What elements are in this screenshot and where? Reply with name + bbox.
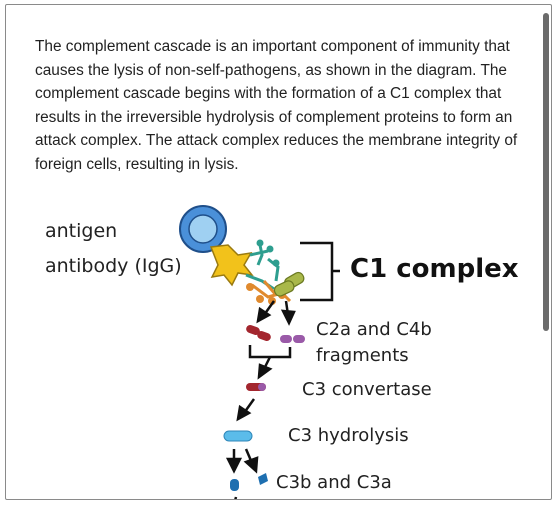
c3b-c3a-label-line1: C3b and C3a xyxy=(276,472,392,493)
c3-convertase-label: C3 convertase xyxy=(302,379,432,400)
antigen-icon xyxy=(179,205,227,253)
c2a-c4b-label-line1: C2a and C4b xyxy=(316,319,432,340)
antibody-icon xyxy=(209,244,254,287)
c4b-fragment-icon xyxy=(280,335,305,343)
c3b-c3a-fragment-icon xyxy=(230,473,268,491)
vertical-scrollbar[interactable] xyxy=(543,13,549,331)
arrow-hydrolysis-to-fragments xyxy=(225,448,259,474)
content-frame: The complement cascade is an important c… xyxy=(5,4,552,500)
antigen-label: antigen xyxy=(45,220,117,242)
antibody-label: antibody (IgG) xyxy=(45,255,182,277)
c2a-c4b-label-line2: fragments xyxy=(316,345,409,366)
c3b-c3a-label-line2: fragments xyxy=(276,497,369,500)
c3-hydrolysis-label: C3 hydrolysis xyxy=(288,425,409,446)
c3-convertase-icon xyxy=(246,383,266,391)
arrow-c1-to-fragments xyxy=(256,300,296,326)
passage-text: The complement cascade is an important c… xyxy=(35,38,518,173)
arrow-convertase-to-hydrolysis xyxy=(236,398,256,422)
c1-complex-icon xyxy=(245,239,305,305)
arrow-partial xyxy=(234,496,238,499)
c3-hydrolysis-icon xyxy=(223,430,253,442)
c1-bracket xyxy=(300,241,340,302)
c2a-fragment-icon xyxy=(246,324,271,342)
complement-cascade-diagram: antigen antibody (IgG) xyxy=(45,205,519,500)
c1-complex-label: C1 complex xyxy=(350,254,519,284)
arrow-fragments-to-convertase xyxy=(248,345,292,380)
